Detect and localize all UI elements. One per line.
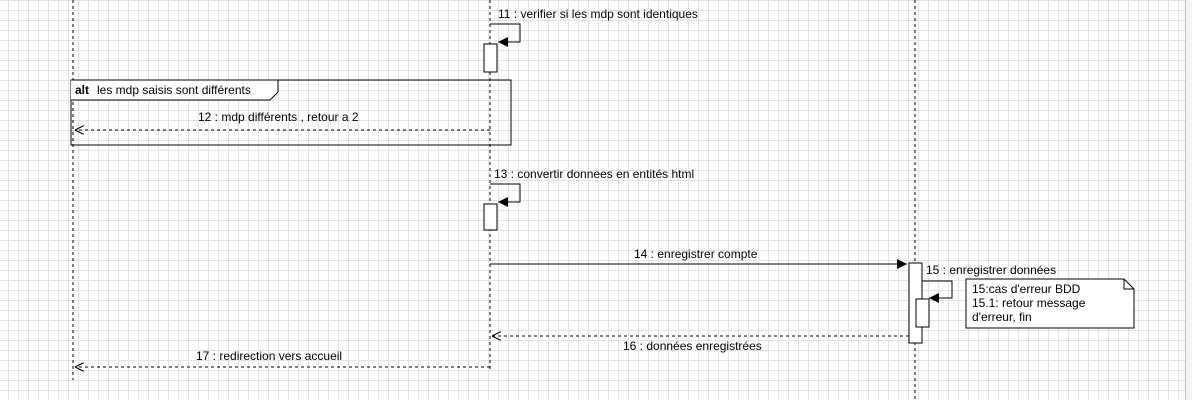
- message-14: 14 : enregistrer compte: [490, 247, 907, 269]
- message-label: 17 : redirection vers accueil: [196, 349, 342, 363]
- message-13: 13 : convertir donnees en entités html: [483, 167, 694, 231]
- message-label: 15 : enregistrer données: [926, 263, 1056, 277]
- message-label: 16 : données enregistrées: [623, 339, 762, 353]
- note-line: 15:cas d'erreur BDD: [972, 282, 1081, 296]
- message-label: 13 : convertir donnees en entités html: [494, 167, 694, 181]
- message-16: 16 : données enregistrées: [492, 336, 909, 353]
- activation-bar: [915, 298, 930, 328]
- message-label: 14 : enregistrer compte: [634, 247, 758, 261]
- alt-frame: [70, 79, 512, 146]
- message-11: 11 : verifier si les mdp sont identiques: [483, 7, 698, 73]
- vertical-scrollbar[interactable]: [1185, 0, 1192, 400]
- alt-label-tab: [71, 79, 279, 101]
- alt-condition: les mdp saisis sont différents: [97, 83, 251, 97]
- note-line: d'erreur, fin: [972, 310, 1032, 324]
- activation-bar: [483, 203, 498, 231]
- alt-keyword: alt: [75, 83, 89, 97]
- message-label: 11 : verifier si les mdp sont identiques: [498, 7, 698, 21]
- note-line: 15.1: retour message: [972, 296, 1086, 310]
- message-15: 15 : enregistrer données: [915, 263, 1056, 328]
- alt-fragment: alt les mdp saisis sont différents: [70, 79, 512, 146]
- message-label: 12 : mdp différents , retour a 2: [198, 110, 359, 124]
- message-17: 17 : redirection vers accueil: [75, 349, 490, 367]
- activation-bar: [483, 43, 498, 73]
- note: 15:cas d'erreur BDD 15.1: retour message…: [965, 278, 1135, 329]
- message-12: 12 : mdp différents , retour a 2: [75, 110, 490, 130]
